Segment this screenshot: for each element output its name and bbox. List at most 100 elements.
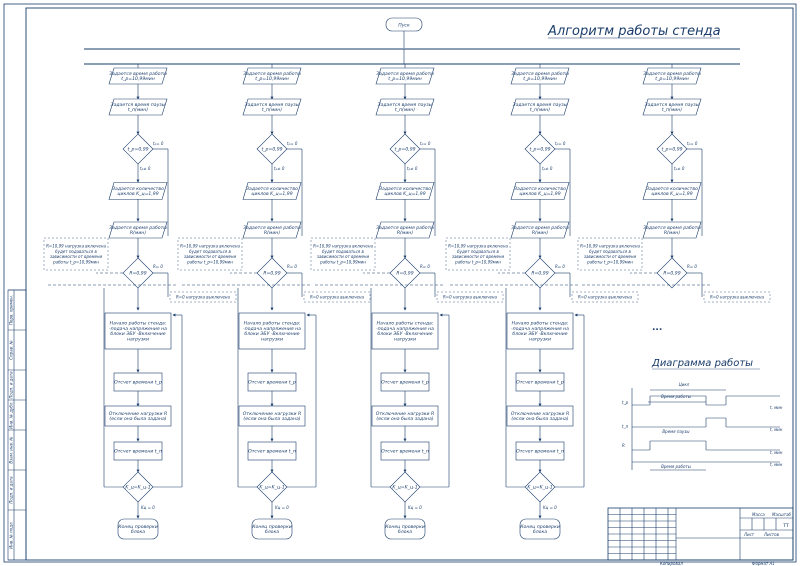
note-frame: [445, 237, 511, 271]
count-pause-block-text: Отсчет времени t_п: [516, 449, 564, 455]
signal-1-label: t_p: [622, 400, 629, 405]
count-work-block-text: Отсчет времени t_p: [381, 380, 429, 386]
decision-side-label: tₚ= 0: [287, 141, 298, 146]
side-stamp-label: Подп. и дата: [9, 371, 14, 399]
input-pause-time-box: [108, 98, 168, 116]
count-pause-block-text: Отсчет времени t_п: [114, 449, 162, 455]
start-work-block-box: [371, 312, 439, 350]
decision-load-text: R=0,99: [663, 271, 680, 277]
load-off-note: R=0 нагрузка выключена: [578, 295, 633, 300]
load-off-frame: [703, 291, 771, 303]
note-frame: [310, 237, 376, 271]
decision-side-label: tₚ= 0: [153, 141, 164, 146]
decision2-side-label: R= 0: [687, 264, 697, 269]
decision-down-label: tₚ≠ 0: [542, 166, 553, 171]
end-terminal-shape: [117, 518, 159, 540]
input-work-time-box: [375, 67, 435, 85]
decision-work-time-text: t_p=0,99: [661, 147, 682, 153]
sheet-label: Лист: [743, 532, 755, 537]
end-terminal-shape: [251, 518, 293, 540]
input-pause-time-box: [375, 98, 435, 116]
decision3-down-label: Kц = 0: [543, 505, 557, 510]
note-frame: [177, 237, 243, 271]
input-load-time-box: [510, 221, 570, 239]
mass-label: Масса: [752, 512, 765, 517]
decision-cycles-text: K_ц=K_ц-1: [259, 485, 284, 491]
doc-code: ТТ: [782, 523, 789, 529]
load-time-label: Время работы: [661, 464, 691, 469]
inner-frame: [25, 7, 794, 561]
input-cycles-box: [642, 182, 702, 200]
load-off-block-text: Отключение нагрузки R(если она была зада…: [511, 411, 569, 422]
start-work-block-text: Начало работы стенда:-подача напряжения …: [109, 320, 167, 342]
side-stamp-label: Инв. № подл.: [9, 521, 14, 549]
timing-title: Диаграмма работы: [651, 357, 753, 369]
decision-down-label: tₚ≠ 0: [674, 166, 685, 171]
side-stamp-label: Взам. инв. №: [9, 436, 14, 463]
copied-label: Копировал: [660, 561, 683, 566]
end-terminal-shape: [519, 518, 561, 540]
signal-2-label: t_п: [622, 424, 629, 429]
start-terminal: Пуск: [385, 17, 423, 32]
start-work-block-box: [506, 312, 574, 350]
decision3-down-label: Kц = 0: [141, 505, 155, 510]
side-stamp-label: Перв. примен.: [9, 295, 14, 325]
input-pause-time-box: [510, 98, 570, 116]
start-label: Пуск: [398, 23, 410, 29]
decision-work-time-text: t_p=0,99: [127, 147, 148, 153]
axis-label-1: t, мин: [770, 405, 783, 410]
format-label: Формат A1: [752, 561, 775, 566]
input-work-time-box: [510, 67, 570, 85]
start-work-block-text: Начало работы стенда:-подача напряжения …: [243, 320, 301, 342]
load-off-block-text: Отключение нагрузки R(если она была зада…: [109, 411, 167, 422]
start-work-block-text: Начало работы стенда:-подача напряжения …: [511, 320, 569, 342]
input-pause-time-box: [642, 98, 702, 116]
note-frame: [577, 237, 643, 271]
input-load-time-box: [642, 221, 702, 239]
input-cycles-box: [375, 182, 435, 200]
decision-side-label: tₚ= 0: [687, 141, 698, 146]
axis-label-3: t, мин: [770, 450, 783, 455]
side-stamp-label: Справ. №: [9, 340, 14, 359]
decision-down-label: tₚ≠ 0: [274, 166, 285, 171]
start-work-block-box: [238, 312, 306, 350]
input-work-time-box: [242, 67, 302, 85]
side-stamp-label: Инв. № дубл.: [9, 401, 14, 428]
input-work-time-box: [642, 67, 702, 85]
sheets-label: Листов: [763, 532, 780, 537]
decision3-down-label: Kц = 0: [408, 505, 422, 510]
load-off-block-text: Отключение нагрузки R(если она была зада…: [243, 411, 301, 422]
decision2-side-label: R= 0: [420, 264, 430, 269]
decision-cycles-text: K_ц=K_ц-1: [392, 485, 417, 491]
input-load-time-box: [108, 221, 168, 239]
load-off-frame: [571, 291, 639, 303]
load-off-note: R=0 нагрузка выключена: [176, 295, 231, 300]
outer-frame: [3, 3, 797, 563]
input-cycles-box: [510, 182, 570, 200]
decision2-side-label: R= 0: [555, 264, 565, 269]
decision2-side-label: R= 0: [153, 264, 163, 269]
